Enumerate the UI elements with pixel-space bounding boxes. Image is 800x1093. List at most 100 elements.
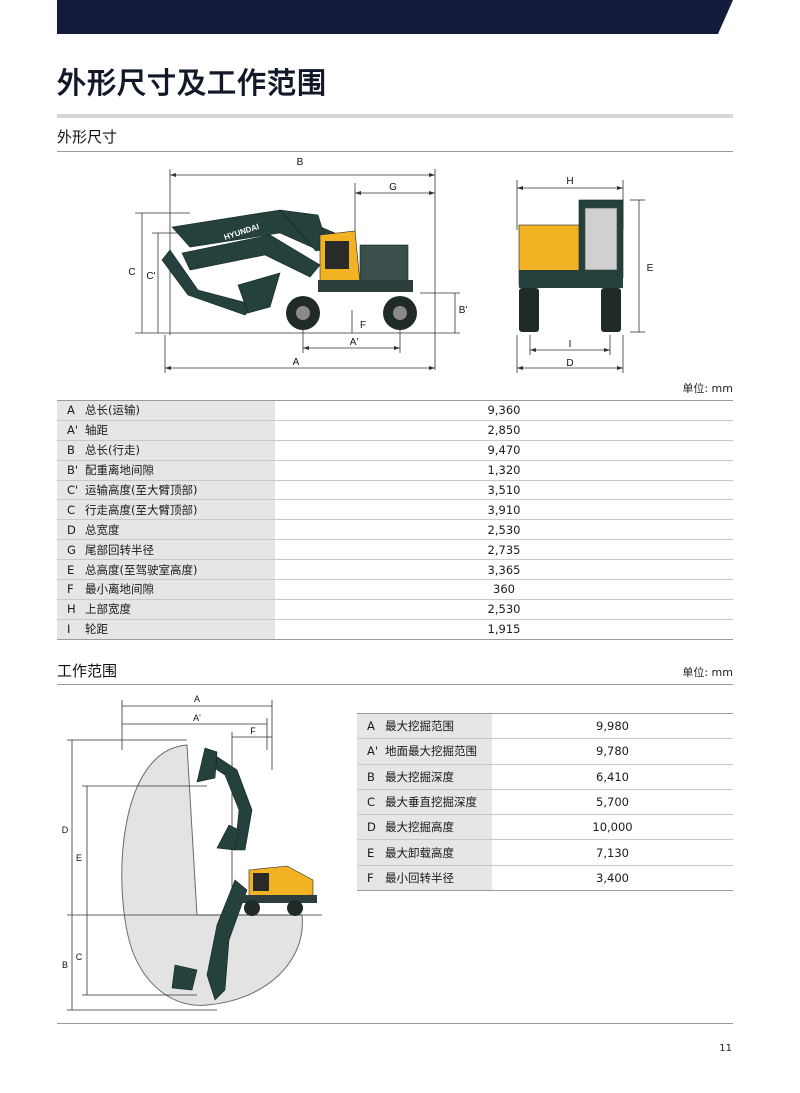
spec-value: 2,735 bbox=[275, 539, 733, 561]
spec-code: C bbox=[67, 502, 76, 517]
rear-view-dimension-drawing: H E I D bbox=[516, 176, 654, 373]
spec-value: 2,530 bbox=[275, 599, 733, 620]
spec-code: C' bbox=[67, 483, 79, 497]
spec-label: 最大卸载高度 bbox=[385, 845, 454, 860]
range-label-A-prime: A' bbox=[193, 713, 201, 723]
spec-label: 尾部回转半径 bbox=[85, 542, 154, 557]
label-G: G bbox=[389, 182, 397, 193]
footer-rule bbox=[57, 1023, 733, 1024]
spec-value: 6,410 bbox=[492, 764, 733, 790]
range-label-E: E bbox=[76, 853, 82, 863]
spec-label-cell: G 尾部回转半径 bbox=[57, 539, 275, 561]
range-label-D: D bbox=[62, 825, 69, 835]
page-number: 11 bbox=[719, 1043, 732, 1054]
label-B-prime: B' bbox=[459, 305, 468, 316]
table-row: C 行走高度(至大臂顶部) 3,910 bbox=[57, 499, 733, 521]
spec-label: 最大垂直挖掘深度 bbox=[385, 795, 477, 810]
spec-label: 总长(行走) bbox=[85, 443, 140, 458]
spec-label-cell: E 最大卸载高度 bbox=[357, 839, 492, 866]
spec-value: 3,365 bbox=[275, 559, 733, 581]
title-divider bbox=[57, 114, 733, 118]
spec-value: 5,700 bbox=[492, 789, 733, 816]
table-row: C' 运输高度(至大臂顶部) 3,510 bbox=[57, 480, 733, 501]
range-label-F: F bbox=[250, 726, 256, 736]
working-range-diagram: A A' F D E B C bbox=[62, 694, 322, 1011]
label-E: E bbox=[647, 263, 654, 274]
spec-label: 最大挖掘深度 bbox=[385, 769, 454, 784]
spec-label-cell: C' 运输高度(至大臂顶部) bbox=[57, 480, 275, 501]
table-row: E 总高度(至驾驶室高度) 3,365 bbox=[57, 559, 733, 581]
table-row: G 尾部回转半径 2,735 bbox=[57, 539, 733, 561]
spec-value: 3,400 bbox=[492, 865, 733, 892]
label-I: I bbox=[569, 339, 572, 350]
model-badge: 215 bbox=[415, 279, 426, 285]
side-view-dimension-drawing: B G C C' B' F A' A HYUNDAI 215 bbox=[128, 157, 468, 373]
spec-value: 1,320 bbox=[275, 460, 733, 481]
spec-code: A bbox=[367, 719, 375, 734]
spec-label: 运输高度(至大臂顶部) bbox=[85, 483, 198, 497]
range-label-B: B bbox=[62, 960, 68, 970]
spec-label: 地面最大挖掘范围 bbox=[385, 744, 477, 759]
spec-code: A' bbox=[67, 423, 79, 438]
dimensions-heading: 外形尺寸 bbox=[57, 128, 118, 146]
spec-code: F bbox=[367, 870, 374, 885]
dimensions-heading-rule bbox=[57, 151, 733, 152]
spec-label: 行走高度(至大臂顶部) bbox=[85, 502, 198, 517]
label-D: D bbox=[566, 358, 573, 369]
spec-label: 总高度(至驾驶室高度) bbox=[85, 562, 198, 577]
spec-code: D bbox=[367, 820, 376, 835]
spec-code: D bbox=[67, 522, 76, 537]
spec-code: B' bbox=[67, 463, 79, 478]
page-title: 外形尺寸及工作范围 bbox=[57, 66, 328, 100]
table-row: F 最小回转半径 3,400 bbox=[357, 865, 733, 892]
spec-label: 最小回转半径 bbox=[385, 870, 454, 885]
table-row: B' 配重离地间隙 1,320 bbox=[57, 460, 733, 481]
spec-code: C bbox=[367, 795, 376, 810]
spec-value: 9,780 bbox=[492, 738, 733, 765]
table-row: I 轮距 1,915 bbox=[57, 619, 733, 640]
label-A: A bbox=[293, 357, 300, 368]
spec-value: 10,000 bbox=[492, 814, 733, 841]
spec-label: 轴距 bbox=[85, 423, 108, 438]
spec-value: 2,530 bbox=[275, 519, 733, 541]
spec-code: A' bbox=[367, 744, 379, 759]
spec-label: 配重离地间隙 bbox=[85, 463, 154, 478]
spec-label-cell: B' 配重离地间隙 bbox=[57, 460, 275, 481]
label-A-prime: A' bbox=[350, 337, 359, 348]
spec-code: E bbox=[367, 845, 375, 860]
spec-label: 总宽度 bbox=[85, 522, 120, 537]
label-C-prime: C' bbox=[146, 271, 155, 282]
label-H: H bbox=[566, 176, 573, 187]
spec-value: 3,510 bbox=[275, 480, 733, 501]
spec-code: E bbox=[67, 562, 75, 577]
spec-value: 1,915 bbox=[275, 619, 733, 640]
spec-value: 9,470 bbox=[275, 440, 733, 461]
spec-value: 3,910 bbox=[275, 499, 733, 521]
table-row: D 总宽度 2,530 bbox=[57, 519, 733, 541]
range-label-A: A bbox=[194, 694, 200, 704]
spec-label-cell: E 总高度(至驾驶室高度) bbox=[57, 559, 275, 581]
spec-label: 轮距 bbox=[85, 622, 108, 637]
spec-code: I bbox=[67, 622, 71, 637]
spec-code: G bbox=[67, 542, 76, 557]
spec-label: 总长(运输) bbox=[85, 403, 140, 418]
spec-value: 9,980 bbox=[492, 712, 733, 740]
spec-code: F bbox=[67, 582, 74, 597]
spec-label: 上部宽度 bbox=[85, 602, 131, 617]
working-range-heading: 工作范围 bbox=[57, 662, 118, 680]
label-F: F bbox=[360, 320, 366, 331]
spec-label-cell: C 行走高度(至大臂顶部) bbox=[57, 499, 275, 521]
